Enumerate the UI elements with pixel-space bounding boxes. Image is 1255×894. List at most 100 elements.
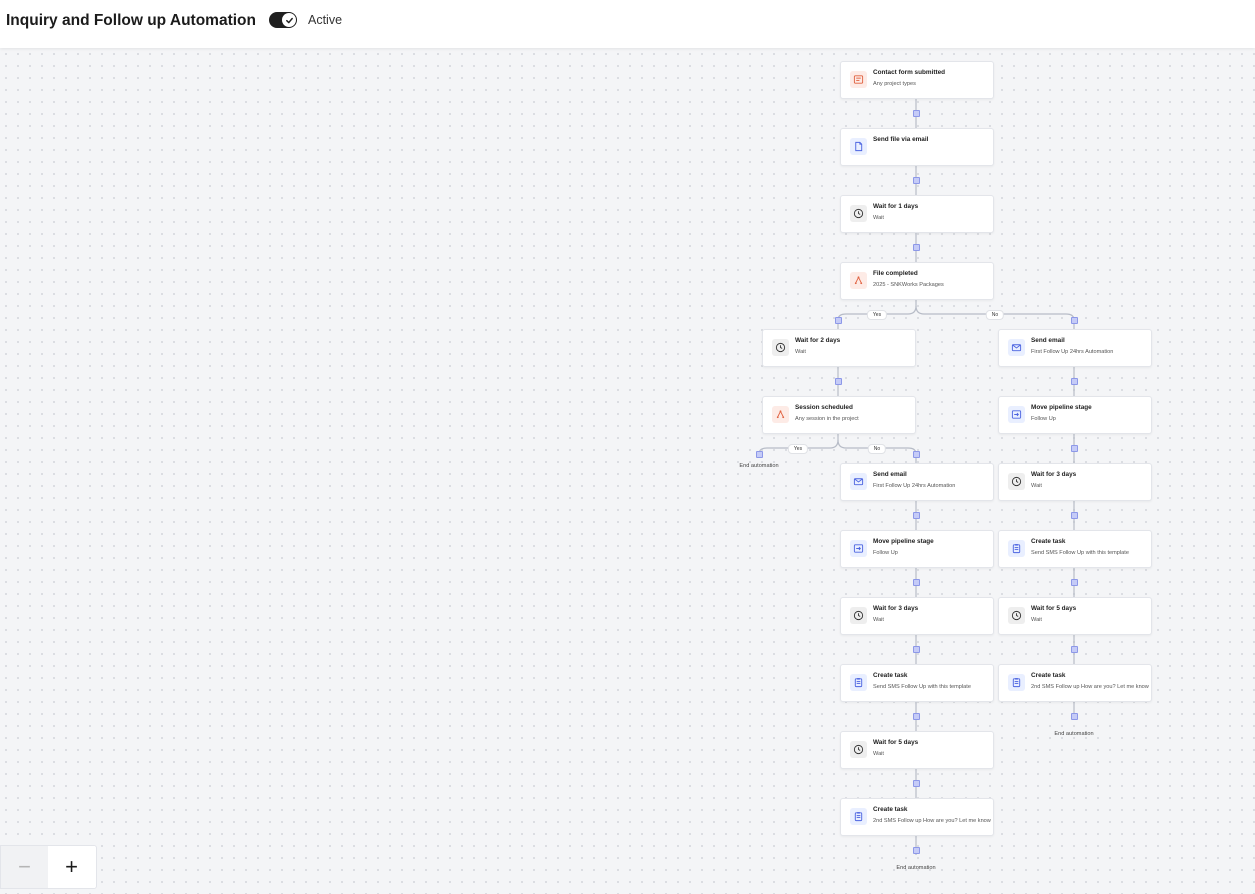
flow-node-move-pipeline-stage[interactable]: Move pipeline stage Follow Up [840,530,994,568]
node-subtitle: First Follow Up 24hrs Automation [873,483,956,489]
node-title: Wait for 5 days [1031,605,1077,612]
node-title: Session scheduled [795,404,853,411]
node-subtitle: First Follow Up 24hrs Automation [1031,349,1114,355]
form-icon [850,71,867,88]
add-step-port[interactable] [1071,378,1078,385]
flow-node-wait-2-days[interactable]: Wait for 2 days Wait [762,329,916,367]
add-step-port[interactable] [756,451,763,458]
add-step-port[interactable] [1071,646,1078,653]
node-subtitle: Follow Up [873,550,898,556]
node-subtitle: Wait [873,215,884,221]
move-icon [1008,406,1025,423]
node-title: Move pipeline stage [873,538,934,545]
clock-icon [1008,473,1025,490]
flow-node-send-email[interactable]: Send email First Follow Up 24hrs Automat… [998,329,1152,367]
add-step-port[interactable] [913,713,920,720]
add-step-port[interactable] [913,110,920,117]
node-title: Wait for 3 days [1031,471,1077,478]
node-subtitle: Any session in the project [795,416,859,422]
node-title: Create task [1031,538,1066,545]
branch-label-yes: Yes [787,444,809,454]
node-title: Send email [1031,337,1065,344]
add-step-port[interactable] [1071,579,1078,586]
flow-node-contact-form-submitted[interactable]: Contact form submitted Any project types [840,61,994,99]
node-title: Move pipeline stage [1031,404,1092,411]
file-icon [850,138,867,155]
add-step-port[interactable] [913,177,920,184]
flow-node-send-email[interactable]: Send email First Follow Up 24hrs Automat… [840,463,994,501]
add-step-port[interactable] [913,646,920,653]
flow-node-create-task[interactable]: Create task 2nd SMS Follow up How are yo… [998,664,1152,702]
flow-node-create-task[interactable]: Create task Send SMS Follow Up with this… [998,530,1152,568]
status-label: Active [308,13,343,27]
flow-node-session-scheduled[interactable]: Session scheduled Any session in the pro… [762,396,916,434]
clock-icon [850,607,867,624]
branch-label-yes: Yes [866,310,888,320]
node-title: Send file via email [873,136,929,143]
check-icon [282,13,296,27]
node-subtitle: Any project types [873,81,916,87]
add-step-port[interactable] [1071,512,1078,519]
zoom-out-button[interactable]: − [1,846,48,888]
flow-node-wait-5-days[interactable]: Wait for 5 days Wait [840,731,994,769]
add-step-port[interactable] [1071,445,1078,452]
flow-node-wait-3-days[interactable]: Wait for 3 days Wait [998,463,1152,501]
add-step-port[interactable] [913,244,920,251]
branch-label-no: No [867,444,887,454]
end-automation-label: End automation [896,865,936,871]
move-icon [850,540,867,557]
mail-icon [850,473,867,490]
add-step-port[interactable] [835,317,842,324]
add-step-port[interactable] [913,579,920,586]
clock-icon [1008,607,1025,624]
task-icon [850,808,867,825]
flow-node-wait-1-days[interactable]: Wait for 1 days Wait [840,195,994,233]
flow-node-move-pipeline-stage[interactable]: Move pipeline stage Follow Up [998,396,1152,434]
add-step-port[interactable] [835,378,842,385]
flow-node-file-completed[interactable]: File completed 2025 - SNKWorks Packages [840,262,994,300]
add-step-port[interactable] [913,451,920,458]
node-title: File completed [873,270,918,277]
flow-node-wait-5-days[interactable]: Wait for 5 days Wait [998,597,1152,635]
clock-icon [850,205,867,222]
top-bar: Inquiry and Follow up Automation Active [0,0,1255,48]
node-subtitle: Send SMS Follow Up with this template [873,684,971,690]
flow-node-send-file[interactable]: Send file via email [840,128,994,166]
add-step-port[interactable] [913,847,920,854]
task-icon [1008,540,1025,557]
page-title: Inquiry and Follow up Automation [6,12,256,29]
node-subtitle: Send SMS Follow Up with this template [1031,550,1129,556]
node-subtitle: 2025 - SNKWorks Packages [873,282,944,288]
mail-icon [1008,339,1025,356]
node-title: Wait for 2 days [795,337,841,344]
clock-icon [772,339,789,356]
node-subtitle: Wait [1031,617,1042,623]
active-toggle[interactable] [269,12,297,28]
branch-label-no: No [985,310,1005,320]
node-title: Send email [873,471,907,478]
node-title: Wait for 1 days [873,203,919,210]
zoom-in-button[interactable]: + [48,846,95,888]
node-subtitle: Wait [873,751,884,757]
add-step-port[interactable] [1071,317,1078,324]
node-subtitle: Follow Up [1031,416,1056,422]
add-step-port[interactable] [913,780,920,787]
node-title: Wait for 3 days [873,605,919,612]
branch-icon [772,406,789,423]
node-subtitle: Wait [795,349,806,355]
flow-node-wait-3-days[interactable]: Wait for 3 days Wait [840,597,994,635]
zoom-controls: − + [0,845,97,889]
node-title: Contact form submitted [873,69,946,76]
node-title: Create task [1031,672,1066,679]
clock-icon [850,741,867,758]
node-title: Create task [873,672,908,679]
add-step-port[interactable] [913,512,920,519]
add-step-port[interactable] [1071,713,1078,720]
flow-node-create-task[interactable]: Create task Send SMS Follow Up with this… [840,664,994,702]
node-title: Wait for 5 days [873,739,919,746]
node-subtitle: Wait [1031,483,1042,489]
node-subtitle: 2nd SMS Follow up How are you? Let me kn… [1031,684,1149,690]
task-icon [1008,674,1025,691]
flow-node-create-task[interactable]: Create task 2nd SMS Follow up How are yo… [840,798,994,836]
